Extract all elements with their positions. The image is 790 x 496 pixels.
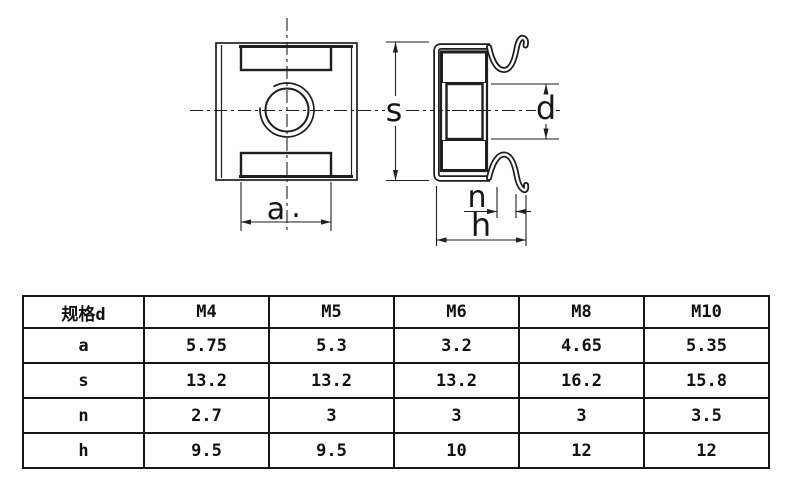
spec-value: 4.65	[518, 327, 645, 364]
thread-hole-circle	[264, 87, 310, 133]
bottom-tab-opening	[239, 151, 333, 178]
side-section-view	[433, 34, 530, 194]
cage-outer-square	[215, 42, 358, 181]
spec-value: 5.3	[268, 327, 395, 364]
spec-value: 3.2	[393, 327, 520, 364]
spec-header-size-M8: M8	[518, 295, 645, 329]
spec-value: 9.5	[143, 432, 270, 469]
spec-row-label: n	[22, 397, 145, 434]
spec-header-size-M6: M6	[393, 295, 520, 329]
spec-value: 10	[393, 432, 520, 469]
spec-value: 3	[518, 397, 645, 434]
dim-label-n: n	[467, 180, 486, 215]
spec-value: 5.75	[143, 327, 270, 364]
dim-n: n	[464, 180, 531, 218]
dim-h: h	[435, 186, 527, 246]
top-tab-opening	[239, 45, 333, 72]
spec-header-size-M4: M4	[143, 295, 270, 329]
thread-hole-section	[445, 82, 484, 141]
technical-drawing: a . s d	[190, 18, 560, 246]
spec-value: 12	[518, 432, 645, 469]
nut-hatch-top	[442, 52, 486, 83]
dim-label-h: h	[471, 206, 491, 244]
spec-value: 12	[643, 432, 770, 469]
spec-value: 9.5	[268, 432, 395, 469]
spec-row-label: h	[22, 432, 145, 469]
dim-label-d: d	[536, 89, 556, 127]
front-view	[215, 42, 358, 181]
dim-a: a .	[240, 182, 332, 231]
spec-header-label: 规格d	[22, 295, 145, 329]
nut-hatch-bottom	[442, 140, 486, 170]
spec-row-label: a	[22, 327, 145, 364]
spec-header-size-M5: M5	[268, 295, 395, 329]
spec-value: 3	[268, 397, 395, 434]
spec-header-size-M10: M10	[643, 295, 770, 329]
spec-value: 16.2	[518, 362, 645, 399]
spec-value: 13.2	[393, 362, 520, 399]
spec-value: 5.35	[643, 327, 770, 364]
nut-section	[439, 50, 489, 173]
spec-row-label: s	[22, 362, 145, 399]
spec-value: 3.5	[643, 397, 770, 434]
thread-arc	[259, 82, 315, 138]
dim-s: s	[385, 41, 429, 182]
dim-label-a-dot: .	[291, 190, 301, 225]
dim-d: d	[491, 83, 559, 140]
centerlines	[190, 18, 560, 233]
spec-value: 2.7	[143, 397, 270, 434]
spec-value: 13.2	[268, 362, 395, 399]
dim-label-a: a	[267, 192, 285, 227]
spec-value: 13.2	[143, 362, 270, 399]
spec-value: 15.8	[643, 362, 770, 399]
spec-value: 3	[393, 397, 520, 434]
dim-label-s: s	[386, 91, 403, 129]
